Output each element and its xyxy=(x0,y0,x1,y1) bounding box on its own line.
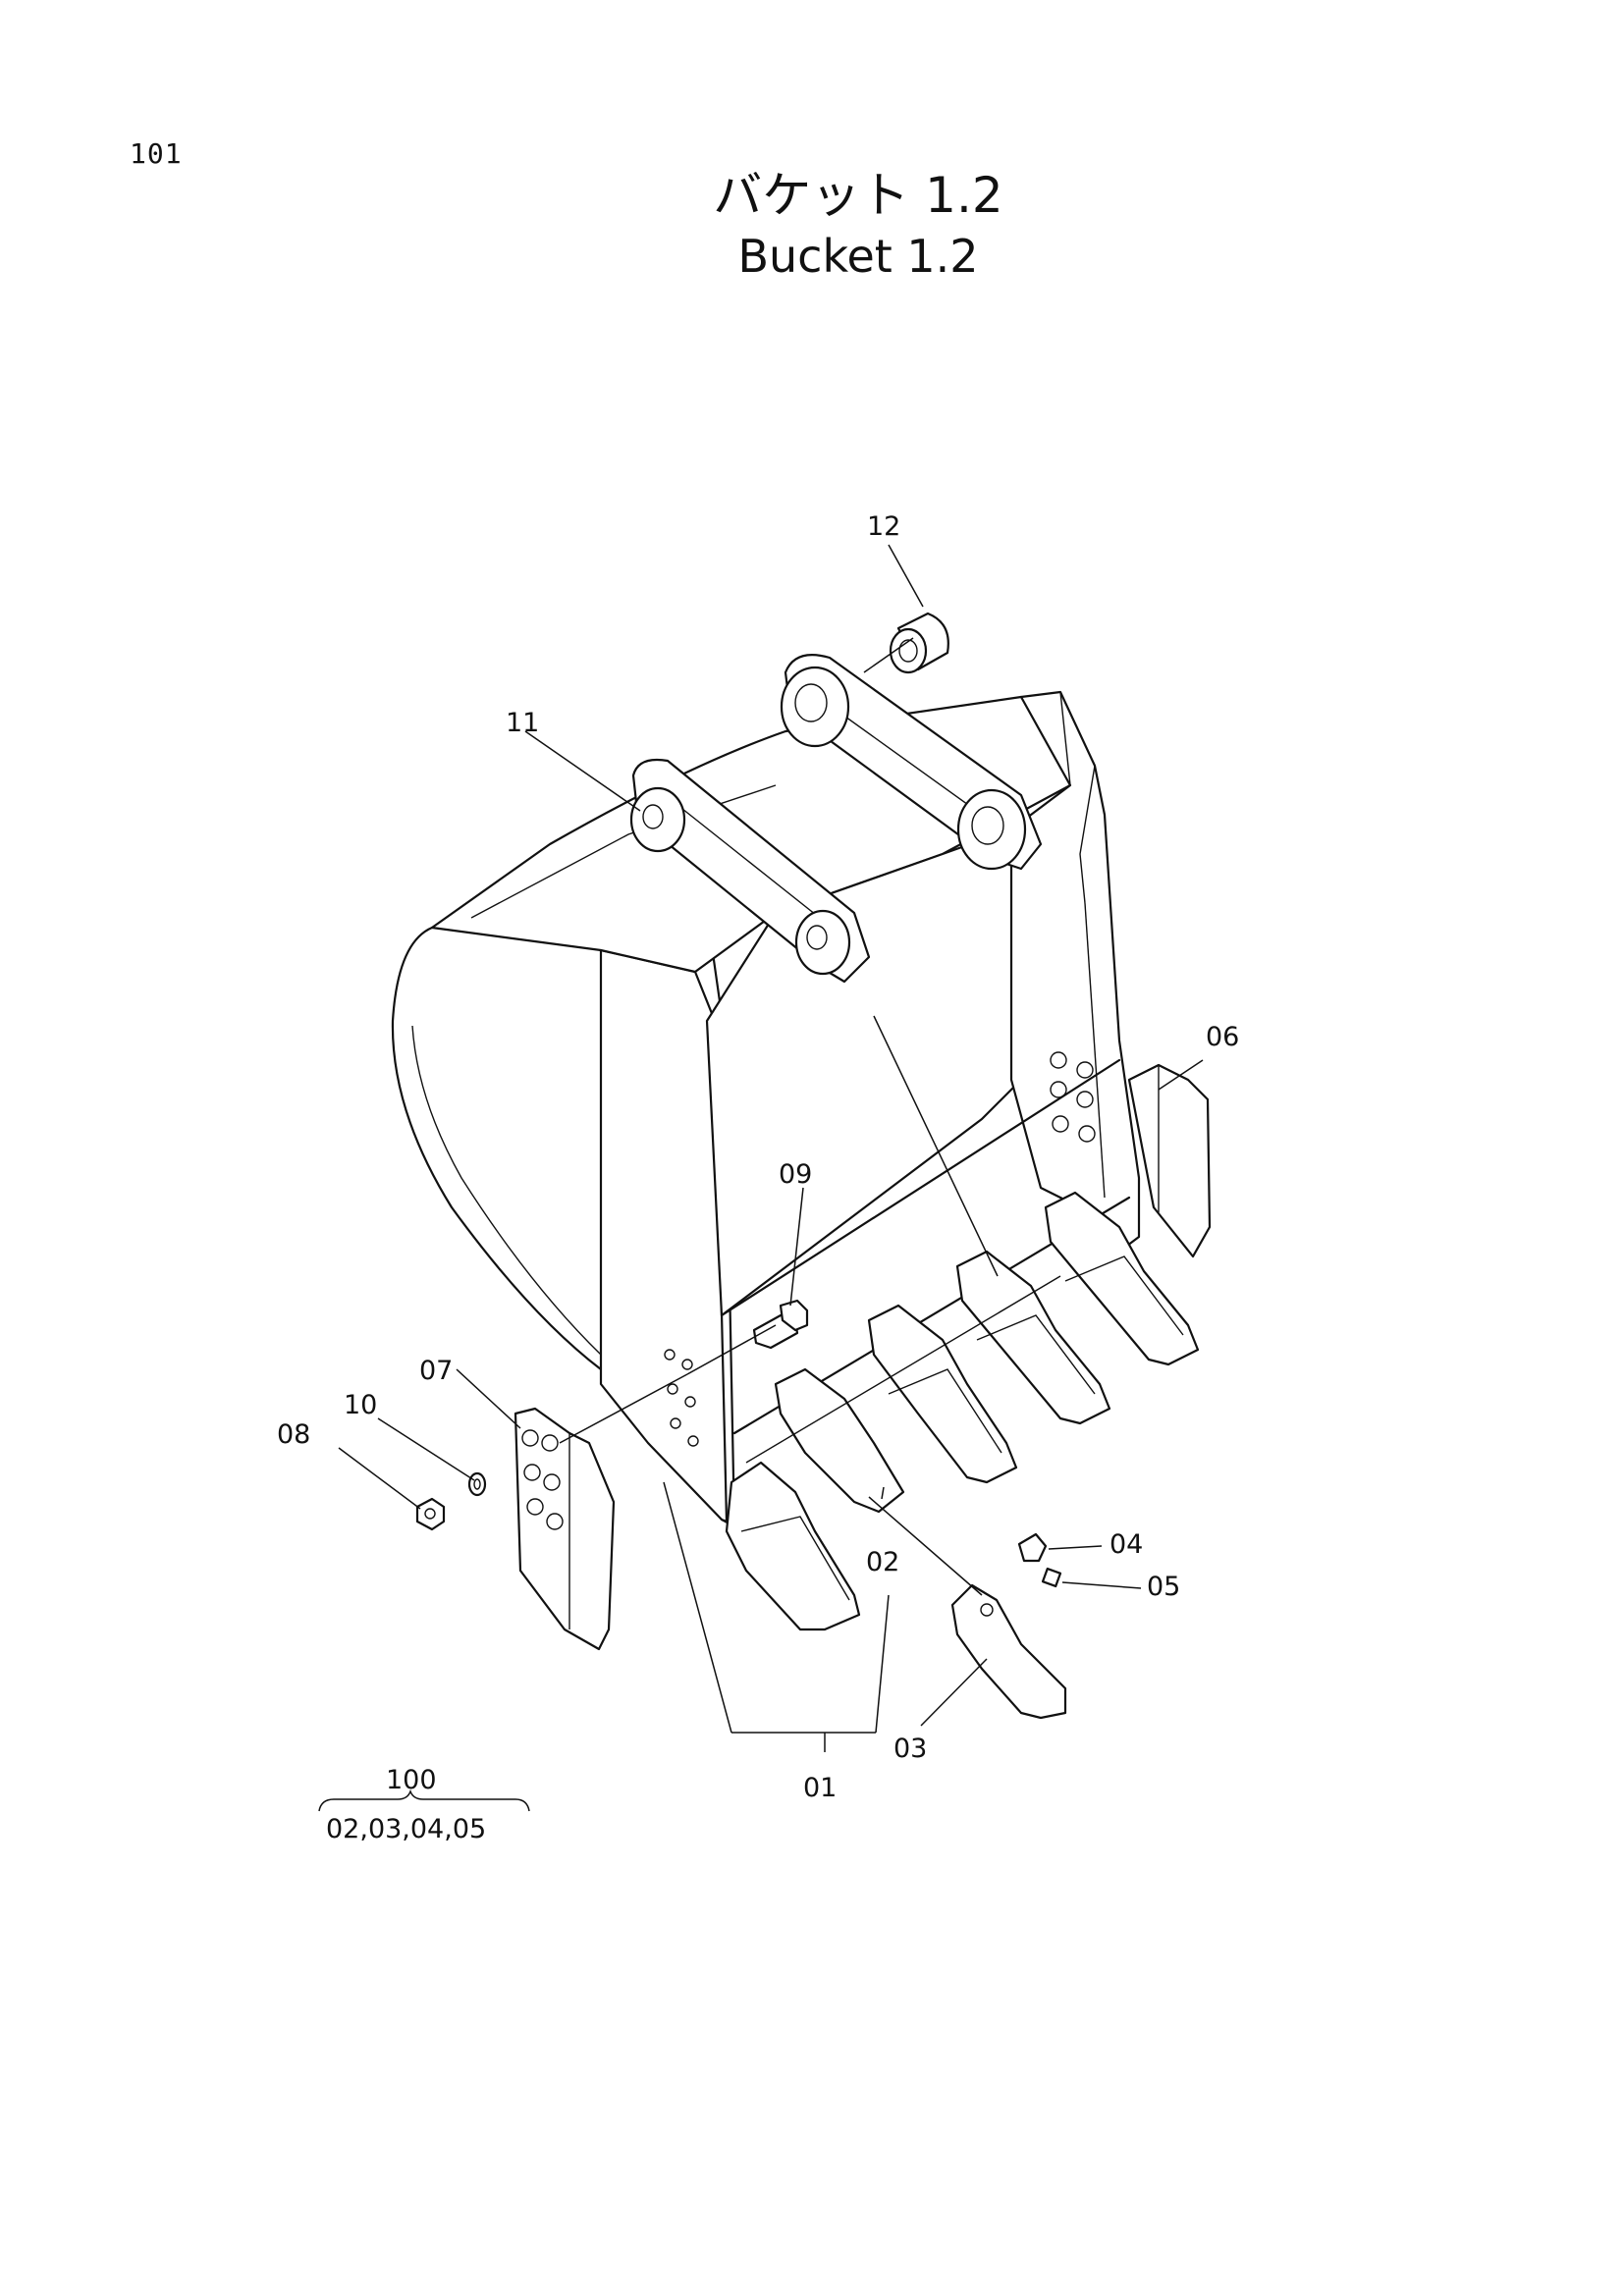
boss-rear-left xyxy=(780,666,850,748)
bucket-teeth xyxy=(725,1191,1200,1631)
callout-12: 12 xyxy=(867,511,900,542)
part-07-side-cutter-left xyxy=(514,1349,699,1651)
title-english: Bucket 1.2 xyxy=(737,230,979,283)
tooth-5 xyxy=(1044,1191,1200,1366)
part-03-tooth-point xyxy=(950,1583,1067,1720)
callout-04: 04 xyxy=(1109,1529,1143,1560)
side-cutter-bolt-holes xyxy=(1050,1051,1096,1143)
page-number: 101 xyxy=(130,137,183,170)
kit-contents: 02,03,04,05 xyxy=(326,1814,486,1844)
part-12-bushing xyxy=(889,612,949,674)
title-block: バケット 1.2 Bucket 1.2 xyxy=(0,165,1623,287)
callout-09: 09 xyxy=(779,1159,812,1190)
left-cutter-bolt-holes xyxy=(521,1429,564,1530)
callout-10: 10 xyxy=(344,1390,377,1420)
part-05-lock xyxy=(1041,1567,1062,1588)
title-japanese: バケット 1.2 xyxy=(713,167,1003,224)
boss-rear-right xyxy=(956,788,1027,871)
part-04-pin xyxy=(1017,1532,1048,1563)
side-plate-face xyxy=(599,948,729,1523)
left-side-outline xyxy=(391,924,619,1381)
kit-reference: 100 02,03,04,05 xyxy=(318,1765,530,1844)
tooth-4 xyxy=(955,1250,1111,1425)
callout-07: 07 xyxy=(419,1356,453,1386)
leader-lines xyxy=(338,544,1204,1752)
callout-11: 11 xyxy=(506,708,539,738)
callout-01: 01 xyxy=(803,1773,837,1803)
callout-labels: 12 11 06 09 07 10 08 04 05 02 03 01 xyxy=(277,511,1239,1803)
tooth-2 xyxy=(774,1367,905,1514)
callout-05: 05 xyxy=(1147,1572,1180,1602)
kit-number: 100 xyxy=(386,1765,437,1795)
part-10-washer xyxy=(467,1471,487,1497)
callout-06: 06 xyxy=(1206,1022,1239,1052)
tooth-1 xyxy=(725,1461,861,1631)
callout-02: 02 xyxy=(866,1547,899,1577)
callout-03: 03 xyxy=(893,1734,927,1764)
part-08-nut xyxy=(415,1497,446,1531)
boss-front-right xyxy=(794,909,851,976)
tooth-3 xyxy=(867,1304,1018,1484)
boss-front-left xyxy=(629,786,686,853)
part-09-bolt xyxy=(752,1299,809,1350)
callout-08: 08 xyxy=(277,1419,310,1450)
side-plate-holes xyxy=(664,1349,699,1447)
mounting-brackets xyxy=(629,654,1043,984)
